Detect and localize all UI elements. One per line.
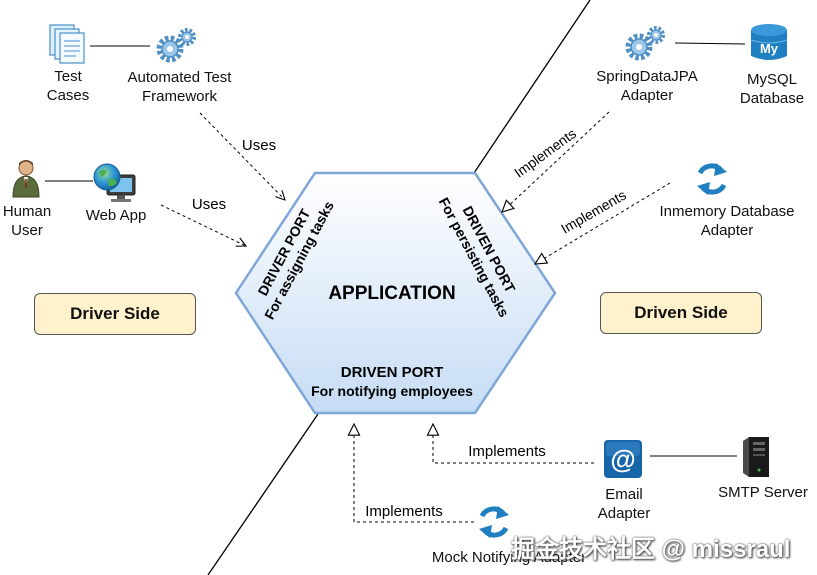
implements-arrow-email (433, 424, 594, 464)
smtp-label: SMTP Server (708, 483, 817, 502)
watermark-text: 掘金技术社区 @ missraul (511, 536, 791, 563)
implements-label-spring: Implements (511, 125, 579, 180)
mock-adapter-label: Mock Notifying Adapter (418, 548, 600, 567)
at-sign-glyph: @ (610, 444, 635, 474)
inmemory-adapter-line2: Adapter (700, 222, 754, 239)
driven-port-notify-title: DRIVEN PORT (341, 364, 444, 381)
test-framework-line1: Automated Test (127, 69, 232, 86)
refresh-icon (697, 163, 727, 195)
uses-arrow-webapp (160, 204, 246, 246)
mock-adapter-line1: Mock Notifying Adapter (431, 549, 587, 566)
refresh-icon (479, 506, 509, 538)
application-title: APPLICATION (328, 283, 455, 304)
human-user-label: Human User (0, 202, 54, 240)
implements-label-mock: Implements (365, 503, 443, 520)
spring-adapter-line2: Adapter (620, 87, 674, 104)
driven-side-box: Driven Side (600, 292, 762, 334)
mysql-line2: Database (739, 90, 805, 107)
mysql-line1: MySQL (746, 71, 797, 88)
web-app-label: Web App (77, 206, 155, 225)
inmemory-adapter-line1: Inmemory Database (659, 203, 795, 220)
driver-side-box: Driver Side (34, 293, 196, 335)
human-user-line2: User (11, 222, 43, 239)
gears-icon (625, 26, 665, 61)
uses-arrow-framework (199, 112, 285, 200)
uses-label-framework: Uses (242, 137, 276, 154)
driven-port-notify-subtitle: For notifying employees (311, 383, 473, 399)
person-icon (12, 160, 40, 198)
database-badge: My (760, 41, 779, 56)
smtp-line1: SMTP Server (718, 484, 808, 501)
mysql-label: MySQL Database (730, 70, 814, 108)
human-user-line1: Human (2, 203, 52, 220)
test-cases-label: Test Cases (38, 67, 98, 105)
test-cases-line2: Cases (46, 87, 90, 104)
email-adapter-line1: Email (605, 486, 643, 503)
implements-label-inmemory: Implements (558, 187, 629, 237)
globe-computer-icon (93, 163, 136, 202)
driven-side-label: Driven Side (634, 303, 728, 322)
server-icon (743, 437, 769, 477)
separator-line-bottom (207, 413, 319, 575)
spring-adapter-line1: SpringDataJPA (596, 68, 698, 85)
implements-arrow-inmemory (535, 182, 671, 264)
at-sign-icon: @ (604, 440, 642, 478)
connector-spring-mysql (674, 42, 746, 45)
inmemory-adapter-label: Inmemory Database Adapter (648, 202, 806, 240)
email-adapter-label: Email Adapter (588, 485, 660, 523)
test-framework-line2: Framework (141, 88, 217, 105)
spring-adapter-label: SpringDataJPA Adapter (587, 67, 707, 105)
email-adapter-line2: Adapter (597, 505, 651, 522)
test-framework-label: Automated Test Framework (117, 68, 242, 106)
implements-arrow-spring (502, 111, 610, 212)
gears-icon (156, 28, 196, 63)
application-hexagon (234, 171, 557, 415)
implements-arrow-mock (354, 424, 474, 523)
uses-label-webapp: Uses (192, 196, 226, 213)
separator-line-top (473, 0, 591, 174)
implements-label-email: Implements (468, 443, 546, 460)
document-stack-icon (49, 24, 85, 64)
test-cases-line1: Test (54, 68, 82, 85)
driver-side-label: Driver Side (70, 304, 160, 323)
web-app-line1: Web App (85, 207, 147, 224)
database-icon: My (750, 24, 788, 60)
